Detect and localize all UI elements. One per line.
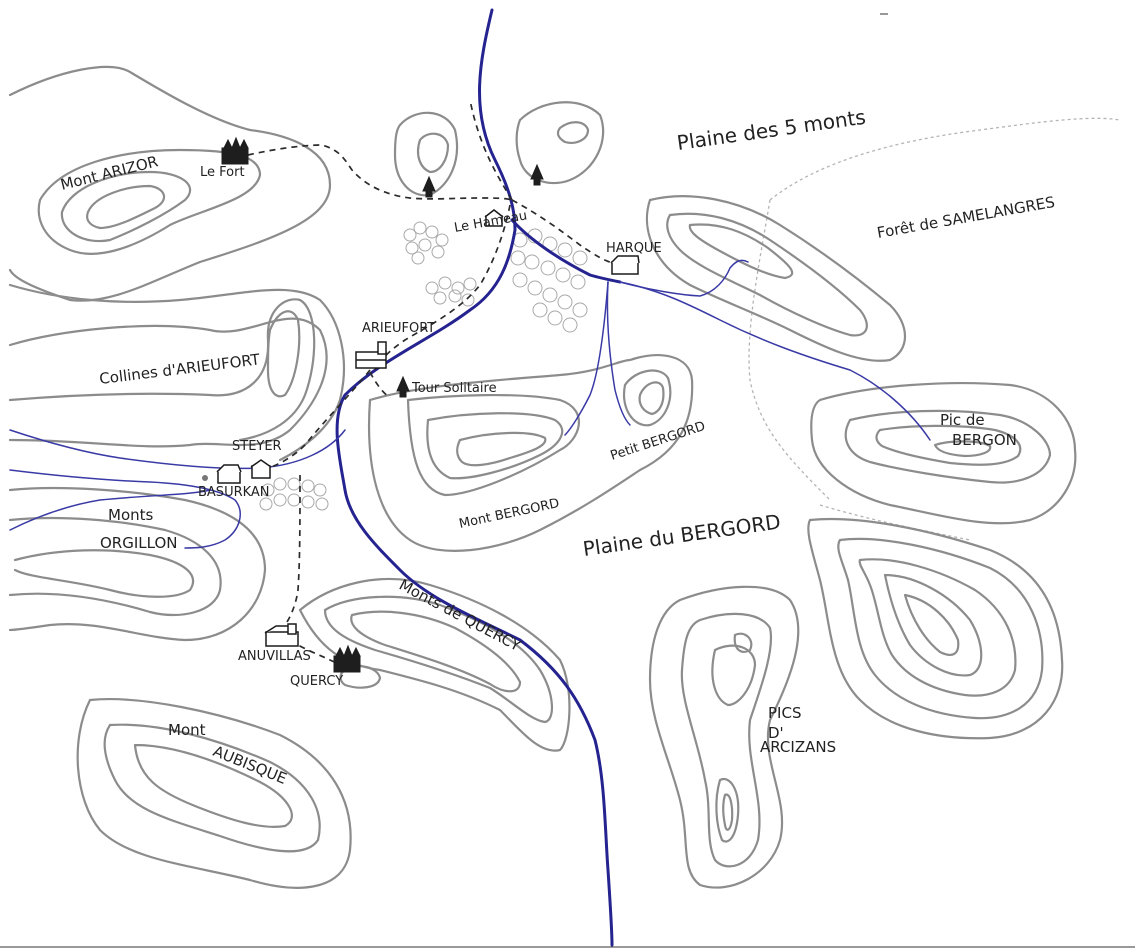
label-collines-arieufort: Collines d'ARIEUFORT bbox=[98, 350, 261, 388]
tower-icon bbox=[422, 175, 436, 198]
church-icon bbox=[264, 623, 299, 647]
label-mont-aubisque-1: Mont bbox=[168, 721, 206, 739]
label-arieufort: ARIEUFORT bbox=[362, 321, 435, 336]
road-le-fort-hameau bbox=[247, 144, 513, 201]
monts-orgillon-contours bbox=[8, 486, 267, 642]
label-pic-bergon-2: BERGON bbox=[952, 431, 1017, 449]
label-anuvillas: ANUVILLAS bbox=[238, 649, 311, 664]
label-monts-orgillon-2: ORGILLON bbox=[100, 534, 177, 552]
label-foret-samelangres: Forêt de SAMELANGRES bbox=[876, 193, 1057, 242]
house-icon bbox=[610, 255, 640, 275]
label-le-fort: Le Fort bbox=[200, 165, 245, 180]
main-river bbox=[335, 8, 614, 947]
label-harque: HARQUE bbox=[606, 241, 662, 256]
road-hameau-north bbox=[469, 99, 513, 201]
south-east-range-contours bbox=[807, 517, 1064, 740]
road-hameau-arieufort bbox=[374, 204, 511, 371]
woods-basurkan bbox=[259, 477, 329, 511]
label-petit-bergord: Petit BERGORD bbox=[609, 419, 708, 464]
label-steyer: STEYER bbox=[232, 439, 282, 454]
river-harque-tributary bbox=[619, 259, 749, 297]
road-arieufort-tour bbox=[369, 371, 391, 399]
label-quercy: QUERCY bbox=[290, 674, 343, 689]
river-east bbox=[619, 281, 931, 441]
label-monts-orgillon-1: Monts bbox=[108, 506, 154, 524]
label-pics-arcizans-3: ARCIZANS bbox=[760, 738, 836, 756]
label-plaine-5-monts: Plaine des 5 monts bbox=[675, 105, 867, 155]
mont-aubisque-contours bbox=[76, 698, 352, 889]
monts-quercy-contours bbox=[298, 577, 571, 752]
main-river-branch-north bbox=[510, 218, 622, 284]
house-icon bbox=[250, 459, 272, 479]
basurkan-dot bbox=[202, 475, 208, 481]
label-tour-solitaire: Tour Solitaire bbox=[411, 381, 497, 396]
church-icon bbox=[355, 341, 387, 369]
river-orgillon bbox=[9, 469, 241, 549]
harque-range-contours bbox=[645, 195, 906, 362]
road-south-anuvillas bbox=[284, 474, 301, 626]
mont-bergord-contours bbox=[367, 354, 694, 552]
hameau-hills-contours bbox=[393, 101, 605, 197]
label-pics-arcizans-1: PICS bbox=[768, 704, 801, 722]
label-pic-bergon-1: Pic de bbox=[940, 411, 985, 429]
river-basurkan-south bbox=[9, 489, 211, 531]
fort-icon bbox=[333, 644, 361, 673]
woods-central bbox=[425, 276, 477, 307]
river-bergord-right bbox=[606, 281, 631, 426]
road-hameau-harque bbox=[511, 199, 621, 266]
house-icon bbox=[216, 464, 242, 484]
tower-icon bbox=[396, 375, 410, 398]
pic-bergon-contours bbox=[810, 382, 1077, 525]
road-arieufort-steyer bbox=[249, 369, 371, 473]
label-plaine-bergord: Plaine du BERGORD bbox=[581, 509, 782, 561]
river-west bbox=[9, 429, 346, 470]
house-icon bbox=[484, 209, 504, 227]
fort-icon bbox=[221, 136, 249, 165]
collines-arieufort-contours bbox=[8, 283, 346, 462]
mont-arizor-contours bbox=[8, 65, 332, 302]
woods-east bbox=[510, 228, 588, 333]
river-bergord-left bbox=[564, 281, 609, 436]
label-basurkan: BASURKAN bbox=[198, 485, 270, 500]
forest-edge-samelangres bbox=[748, 117, 1121, 541]
woods-hameau bbox=[403, 221, 449, 265]
tower-icon bbox=[530, 163, 544, 186]
label-pics-arcizans-2: D' bbox=[768, 724, 784, 742]
pics-arcizans-contours bbox=[648, 585, 800, 889]
